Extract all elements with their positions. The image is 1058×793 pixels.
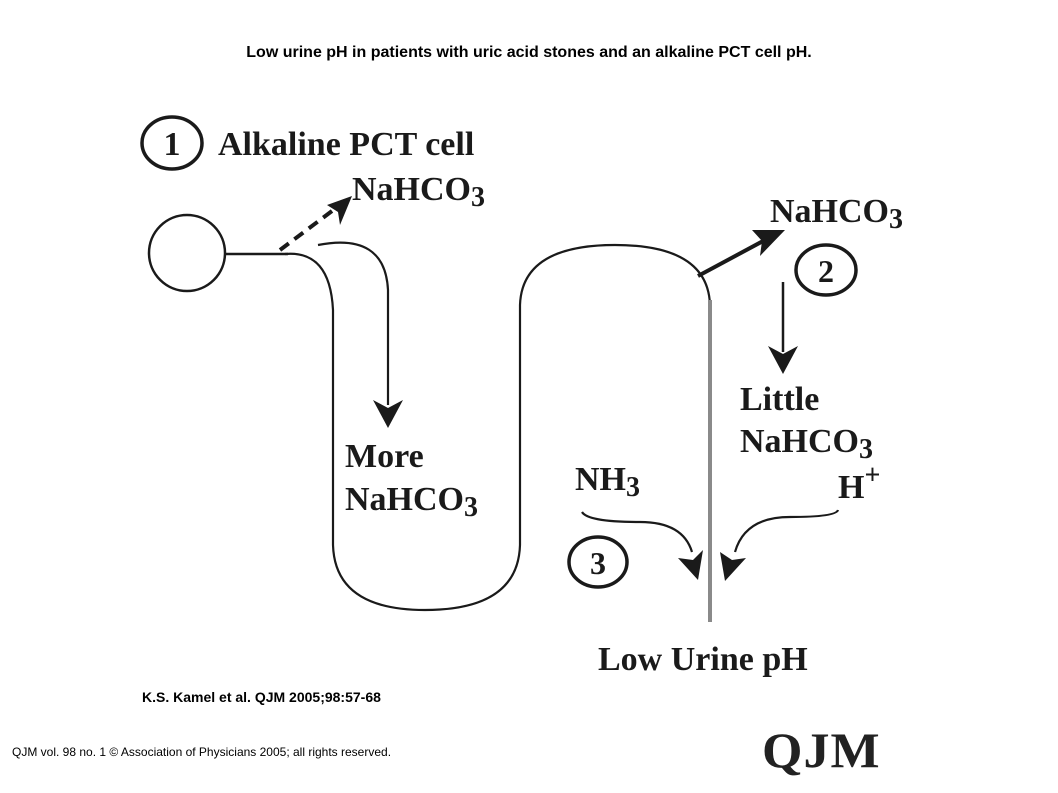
more-label: More [345,438,424,475]
nahco3-right-arrow [697,238,766,278]
little-nahco3-label: NaHCO3 [740,423,873,465]
page-title: Low urine pH in patients with uric acid … [246,44,812,61]
nahco3-right-label: NaHCO3 [770,193,903,235]
nephron-tubule [284,243,712,612]
glomerulus-circle [147,213,227,293]
copyright-notice: QJM vol. 98 no. 1 © Association of Physi… [12,745,392,759]
dashed-arrowhead [327,196,352,225]
more-nahco3-arrowhead [373,400,403,428]
low-urine-ph-label: Low Urine pH [598,641,808,678]
more-nahco3-label: NaHCO3 [345,481,478,523]
step-2-number: 2 [818,253,834,289]
nahco3-right-arrowhead [752,230,785,256]
h-plus-label: H+ [838,460,880,506]
alkaline-pct-cell-label: Alkaline PCT cell [218,126,474,163]
nh3-arrow [581,511,694,553]
step-2-circle [794,243,858,297]
h-plus-arrowhead [720,552,746,581]
little-label: Little [740,381,819,418]
h-plus-arrow [733,509,840,553]
step-3-number: 3 [590,545,606,581]
step-1-circle [140,115,204,171]
step-1-number: 1 [164,126,181,163]
dashed-arrow-to-nahco3 [278,203,342,252]
more-nahco3-arrow [317,241,390,405]
little-down-arrowhead [768,346,798,374]
qjm-logo: QJM [762,724,881,779]
step-3-circle [567,535,629,589]
nh3-arrowhead [678,550,703,580]
nh3-label: NH3 [575,461,640,503]
nahco3-top-label: NaHCO3 [352,171,485,213]
citation: K.S. Kamel et al. QJM 2005;98:57-68 [142,689,381,705]
